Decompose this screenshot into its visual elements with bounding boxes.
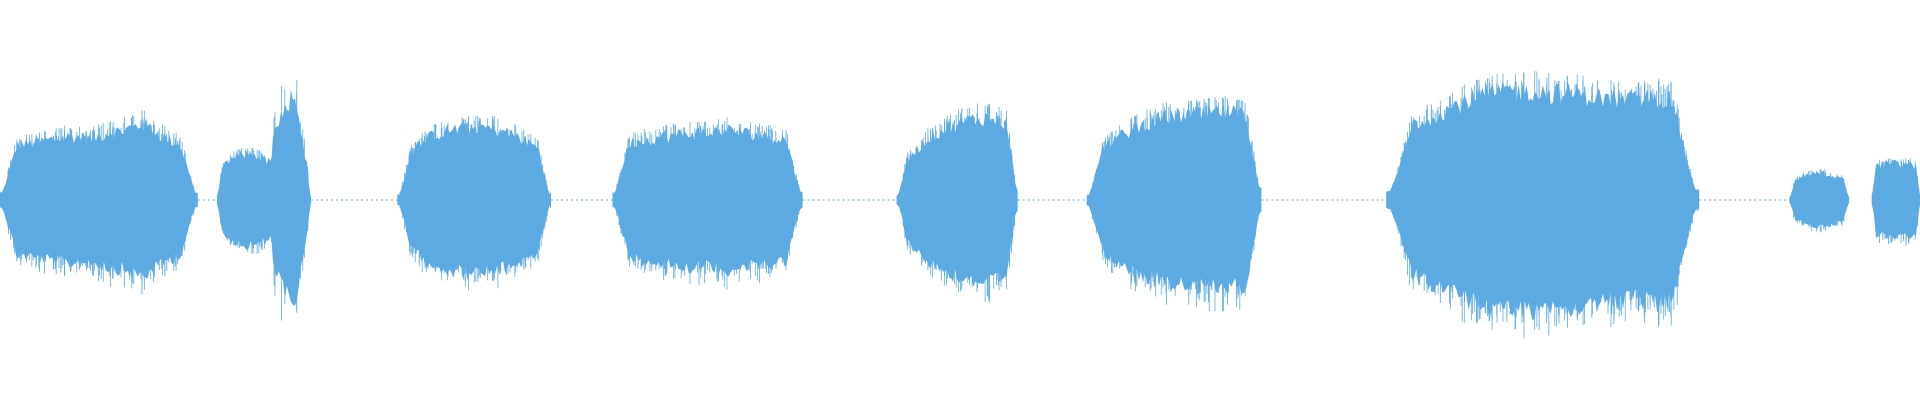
segment-2: [217, 147, 279, 254]
segment-7-envelope: [1086, 103, 1262, 295]
segment-9: [1789, 169, 1849, 233]
segment-10: [1871, 158, 1920, 246]
segment-6: [896, 103, 1018, 303]
segment-7: [1086, 96, 1262, 312]
segment-4: [397, 115, 551, 291]
segment-8: [1386, 70, 1700, 339]
segment-1: [0, 110, 198, 295]
segment-9-envelope: [1789, 170, 1849, 229]
segment-3: [268, 80, 311, 321]
segment-5: [612, 117, 803, 290]
segment-1-envelope: [0, 118, 198, 279]
